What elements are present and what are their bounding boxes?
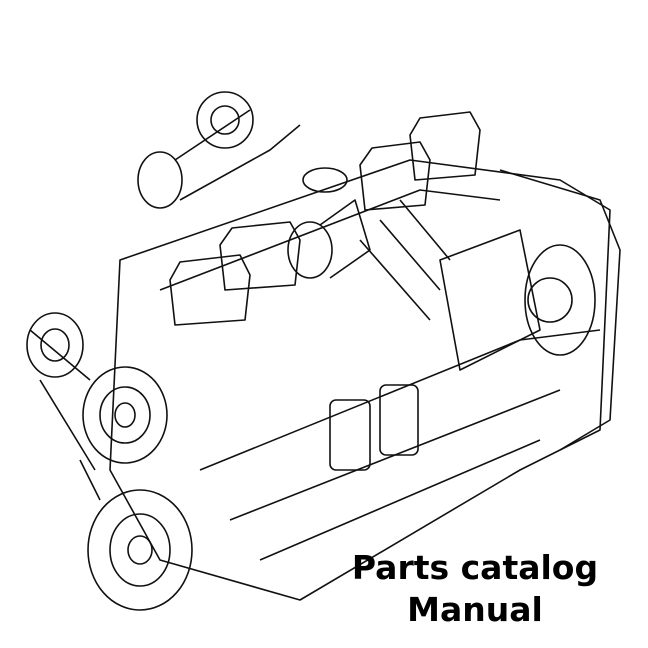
turbocharger (137, 91, 301, 209)
intake-elbow (287, 167, 371, 279)
pulleys (26, 312, 193, 611)
fuel-filters (329, 384, 419, 471)
flywheel-housing (499, 169, 621, 451)
engine-block (109, 159, 611, 601)
fuel-injection-pump (359, 199, 573, 371)
caption-subtitle: Manual (407, 590, 543, 629)
caption-title: Parts catalog (351, 548, 599, 587)
valve-covers (169, 111, 481, 326)
